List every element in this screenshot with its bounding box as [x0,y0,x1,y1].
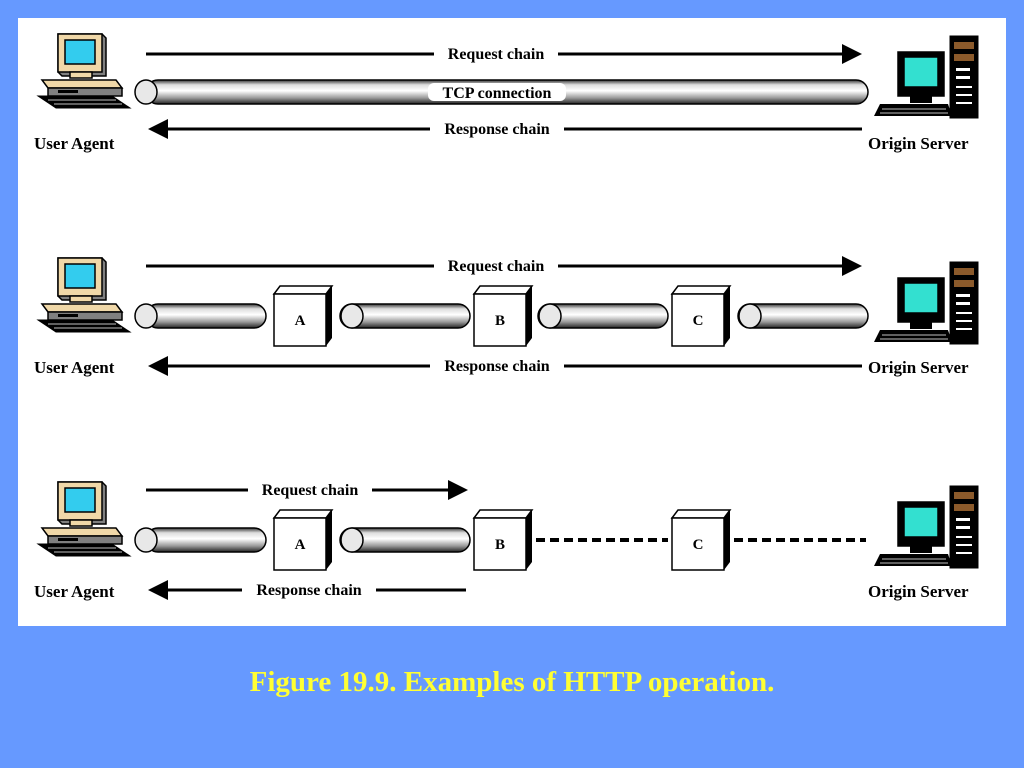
response-chain-label: Response chain [444,358,549,375]
request-chain-label: Request chain [262,482,359,499]
connection-pipe [339,303,471,329]
intermediary-box-c: C [670,285,732,347]
request-chain-label: Request chain [448,258,545,275]
svg-text:A: A [295,313,306,329]
connection-pipe [134,303,267,329]
user-agent-computer-icon [37,481,131,557]
user-agent-computer-icon [37,33,131,109]
intermediary-box-a: A [272,509,334,571]
response-arrowhead [148,580,168,600]
response-chain-label: Response chain [256,582,361,599]
http-operation-diagram: User Agent Origin Server Request chain T… [18,18,1006,626]
origin-server-label: Origin Server [868,134,969,153]
svg-text:B: B [495,313,505,329]
user-agent-label: User Agent [34,134,115,153]
intermediary-box-a: A [272,285,334,347]
request-arrowhead [842,44,862,64]
user-agent-label: User Agent [34,582,115,601]
svg-text:B: B [495,537,505,553]
connection-pipe [737,303,869,329]
origin-server-icon [873,485,979,569]
figure-caption: Figure 19.9. Examples of HTTP operation. [249,666,775,698]
request-chain-label: Request chain [448,46,545,63]
response-chain-label: Response chain [444,121,549,138]
row-cached-response: User Agent Origin Server Request chain A [34,480,979,601]
svg-text:C: C [693,537,704,553]
response-arrowhead [148,356,168,376]
origin-server-label: Origin Server [868,358,969,377]
connection-pipe [339,527,471,553]
origin-server-icon [873,261,979,345]
intermediary-box-b: B [472,509,534,571]
svg-text:C: C [693,313,704,329]
tcp-connection-label: TCP connection [443,85,552,102]
connection-pipe [537,303,669,329]
row-intermediaries: User Agent Origin Server Request chain [34,256,979,377]
tcp-connection-pipe: TCP connection [134,79,869,105]
origin-server-label: Origin Server [868,582,969,601]
user-agent-label: User Agent [34,358,115,377]
svg-text:A: A [295,537,306,553]
intermediary-box-b: B [472,285,534,347]
request-arrowhead [448,480,468,500]
user-agent-computer-icon [37,257,131,333]
response-arrowhead [148,119,168,139]
origin-server-icon [873,35,979,119]
intermediary-box-c: C [670,509,732,571]
row-direct-connection: User Agent Origin Server Request chain T… [34,33,979,153]
connection-pipe [134,527,267,553]
request-arrowhead [842,256,862,276]
